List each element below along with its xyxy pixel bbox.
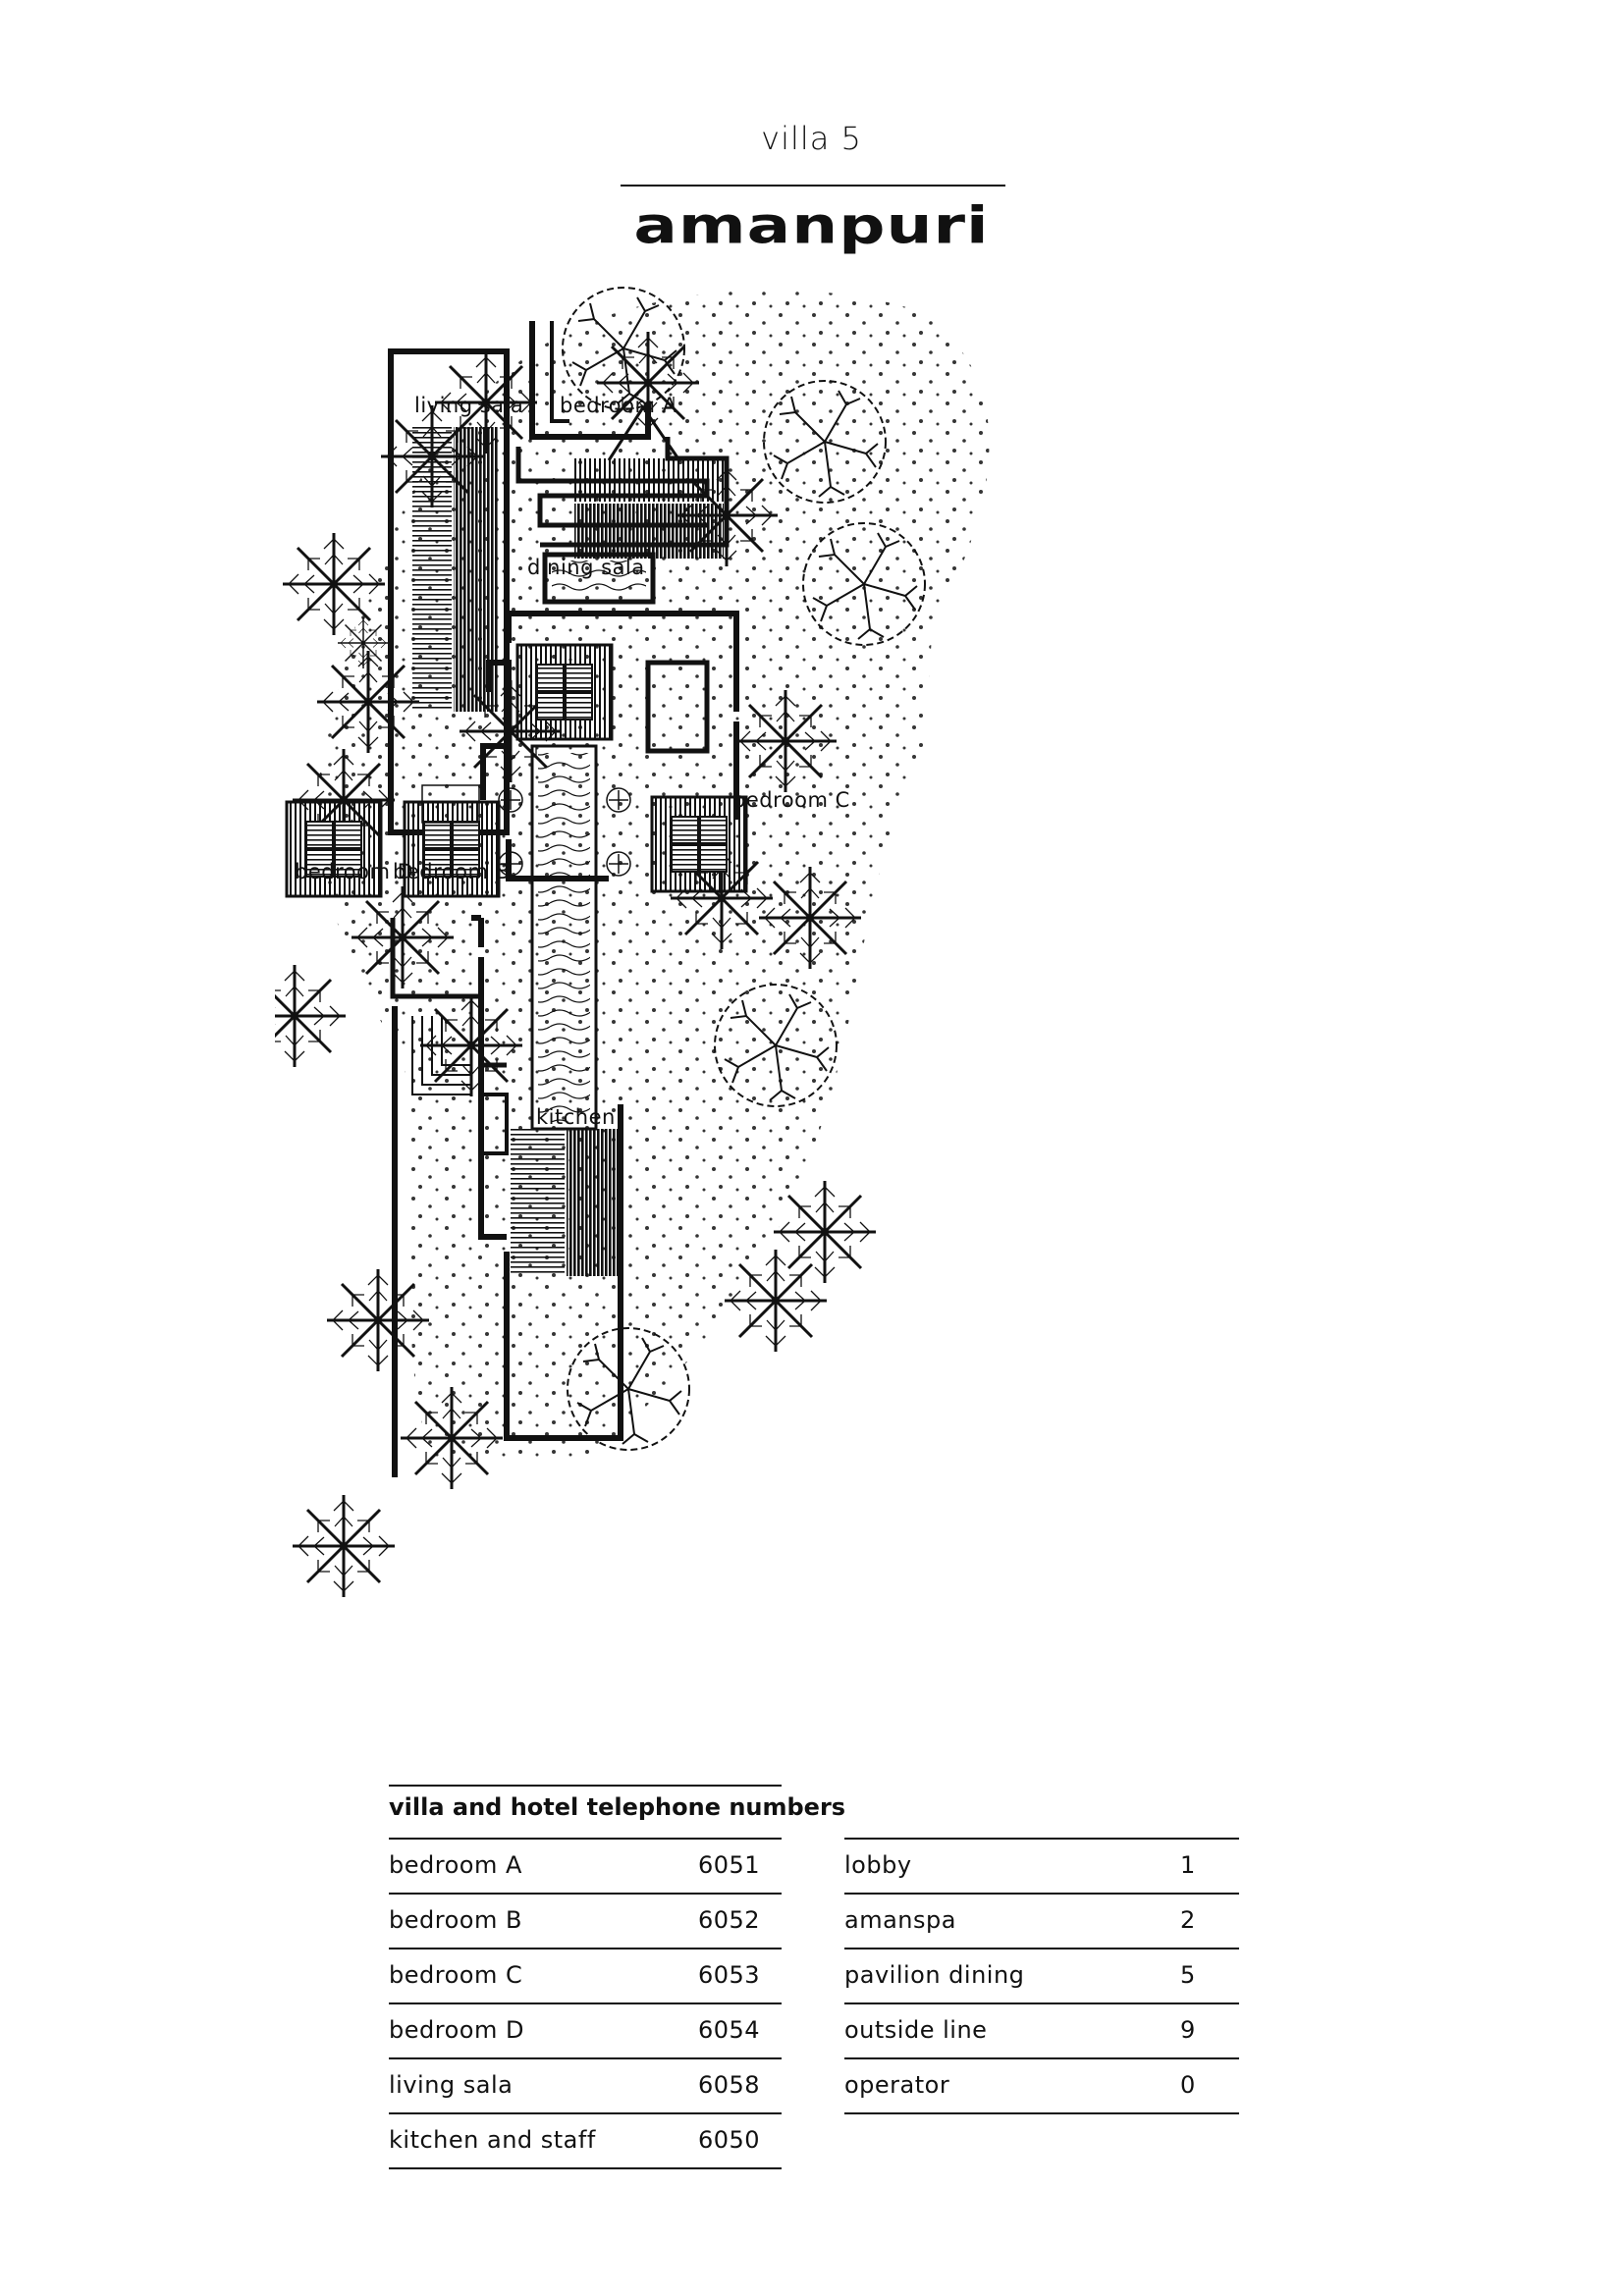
phone-label: living sala: [389, 2071, 514, 2099]
map-label-kitchen: kitchen: [536, 1105, 616, 1129]
phone-number: 6058: [698, 2071, 761, 2099]
phone-number: 6050: [698, 2126, 761, 2154]
phone-number: 5: [1180, 1961, 1196, 1989]
map-label-bedroom-d: bedroom D: [295, 860, 413, 883]
villa-title: villa 5: [761, 120, 862, 157]
phone-label: pavilion dining: [844, 1961, 1025, 1989]
phone-number: 6052: [698, 1906, 761, 1934]
brand-logo: amanpuri: [633, 196, 990, 256]
phone-number: 2: [1180, 1906, 1196, 1934]
phone-label: bedroom A: [389, 1851, 522, 1879]
map-label-living-sala: living sala: [414, 394, 523, 417]
map-label-bedroom-c: bedroom C: [732, 788, 850, 812]
villa-site-plan: ocean living sala bedroom A dining sala …: [275, 250, 1355, 1782]
phone-label: bedroom D: [389, 2016, 524, 2044]
phone-table-title: villa and hotel telephone numbers: [389, 1793, 846, 1821]
phone-label: outside line: [844, 2016, 988, 2044]
phone-number: 9: [1180, 2016, 1196, 2044]
phone-number: 1: [1180, 1851, 1196, 1879]
map-label-dining-sala: dining sala: [527, 556, 645, 579]
title-divider: [621, 185, 1005, 187]
phone-label: amanspa: [844, 1906, 956, 1934]
phone-label: bedroom C: [389, 1961, 523, 1989]
phone-number: 6054: [698, 2016, 761, 2044]
map-label-bedroom-a: bedroom A: [560, 394, 677, 417]
phone-number: 6051: [698, 1851, 761, 1879]
phone-label: bedroom B: [389, 1906, 522, 1934]
map-label-bedroom-b: bedroom B: [393, 860, 511, 883]
phone-number: 6053: [698, 1961, 761, 1989]
table-top-rule: [389, 1785, 782, 1787]
phone-label: lobby: [844, 1851, 912, 1879]
phone-label: kitchen and staff: [389, 2126, 596, 2154]
phone-number: 0: [1180, 2071, 1196, 2099]
phone-label: operator: [844, 2071, 950, 2099]
